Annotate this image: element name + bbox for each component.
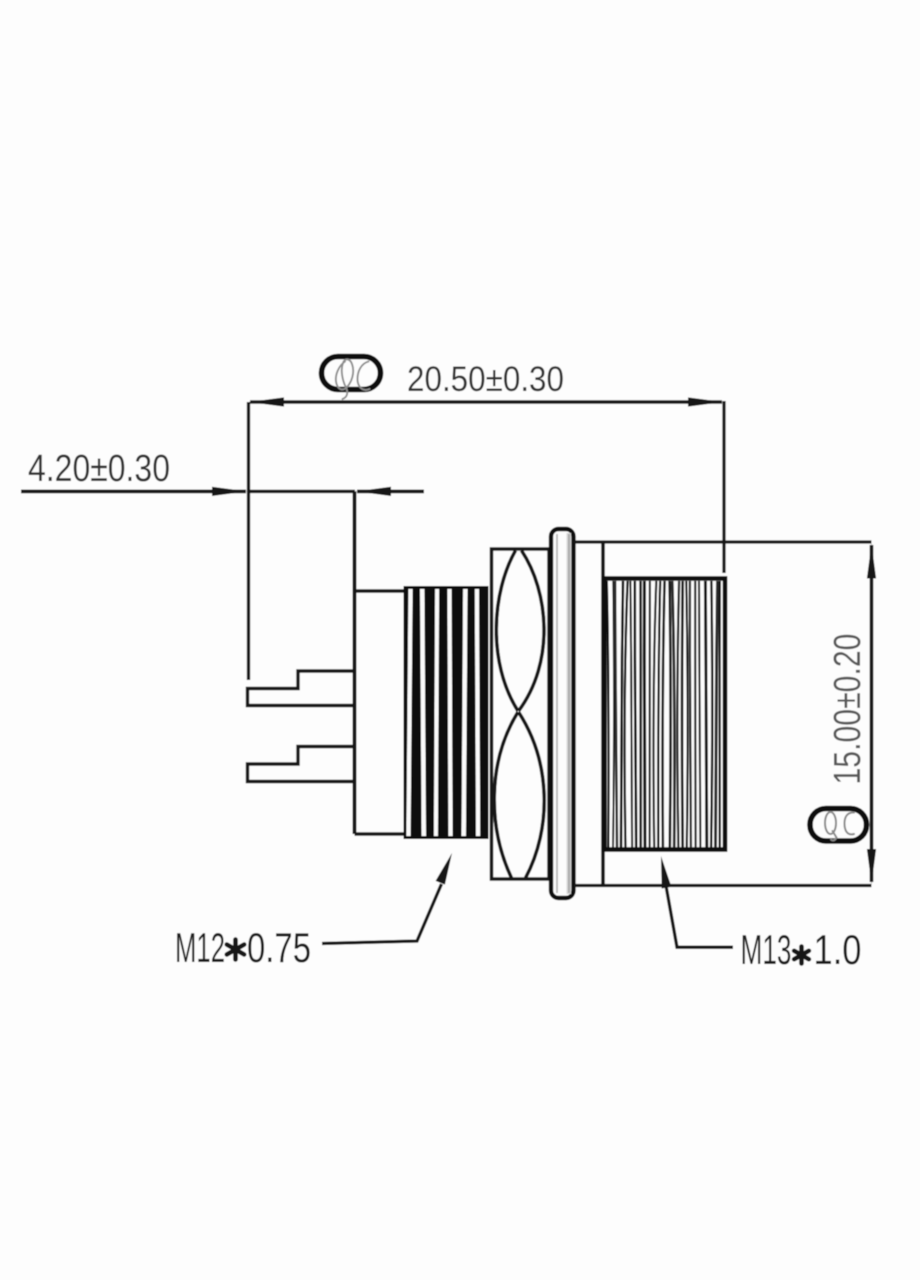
svg-text:15.00±0.20: 15.00±0.20 <box>827 634 869 785</box>
svg-text:M13: M13 <box>741 926 792 973</box>
svg-text:1.0: 1.0 <box>814 926 862 973</box>
svg-text:20.50±0.30: 20.50±0.30 <box>407 360 564 399</box>
svg-text:4.20±0.30: 4.20±0.30 <box>28 448 170 490</box>
svg-text:0.75: 0.75 <box>247 924 311 971</box>
svg-text:M12: M12 <box>175 924 225 971</box>
